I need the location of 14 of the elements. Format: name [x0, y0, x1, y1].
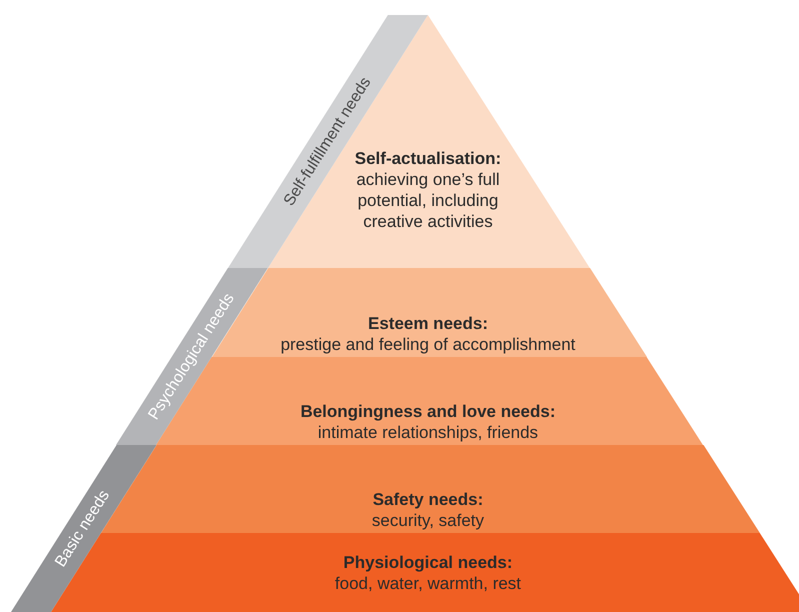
tier-description: prestige and feeling of accomplishment — [280, 334, 576, 354]
tier-description: intimate relationships, friends — [316, 422, 540, 443]
tier-heading: Safety needs: — [372, 489, 484, 510]
side-band — [116, 268, 268, 445]
tier-description: security, safety — [370, 510, 486, 531]
tier-heading: Esteem needs: — [366, 312, 489, 334]
tier-heading: Belongingness and love needs: — [299, 401, 557, 422]
side-band — [10, 445, 156, 612]
tier-heading: Physiological needs: — [342, 552, 514, 573]
tier-description: achieving one’s full potential, including creative activities — [355, 169, 501, 232]
tier-heading: Self-actualisation: — [354, 148, 502, 169]
pyramid-tier — [50, 533, 799, 612]
pyramid-apex — [268, 15, 590, 268]
tier-description: food, water, warmth, rest — [334, 573, 522, 594]
